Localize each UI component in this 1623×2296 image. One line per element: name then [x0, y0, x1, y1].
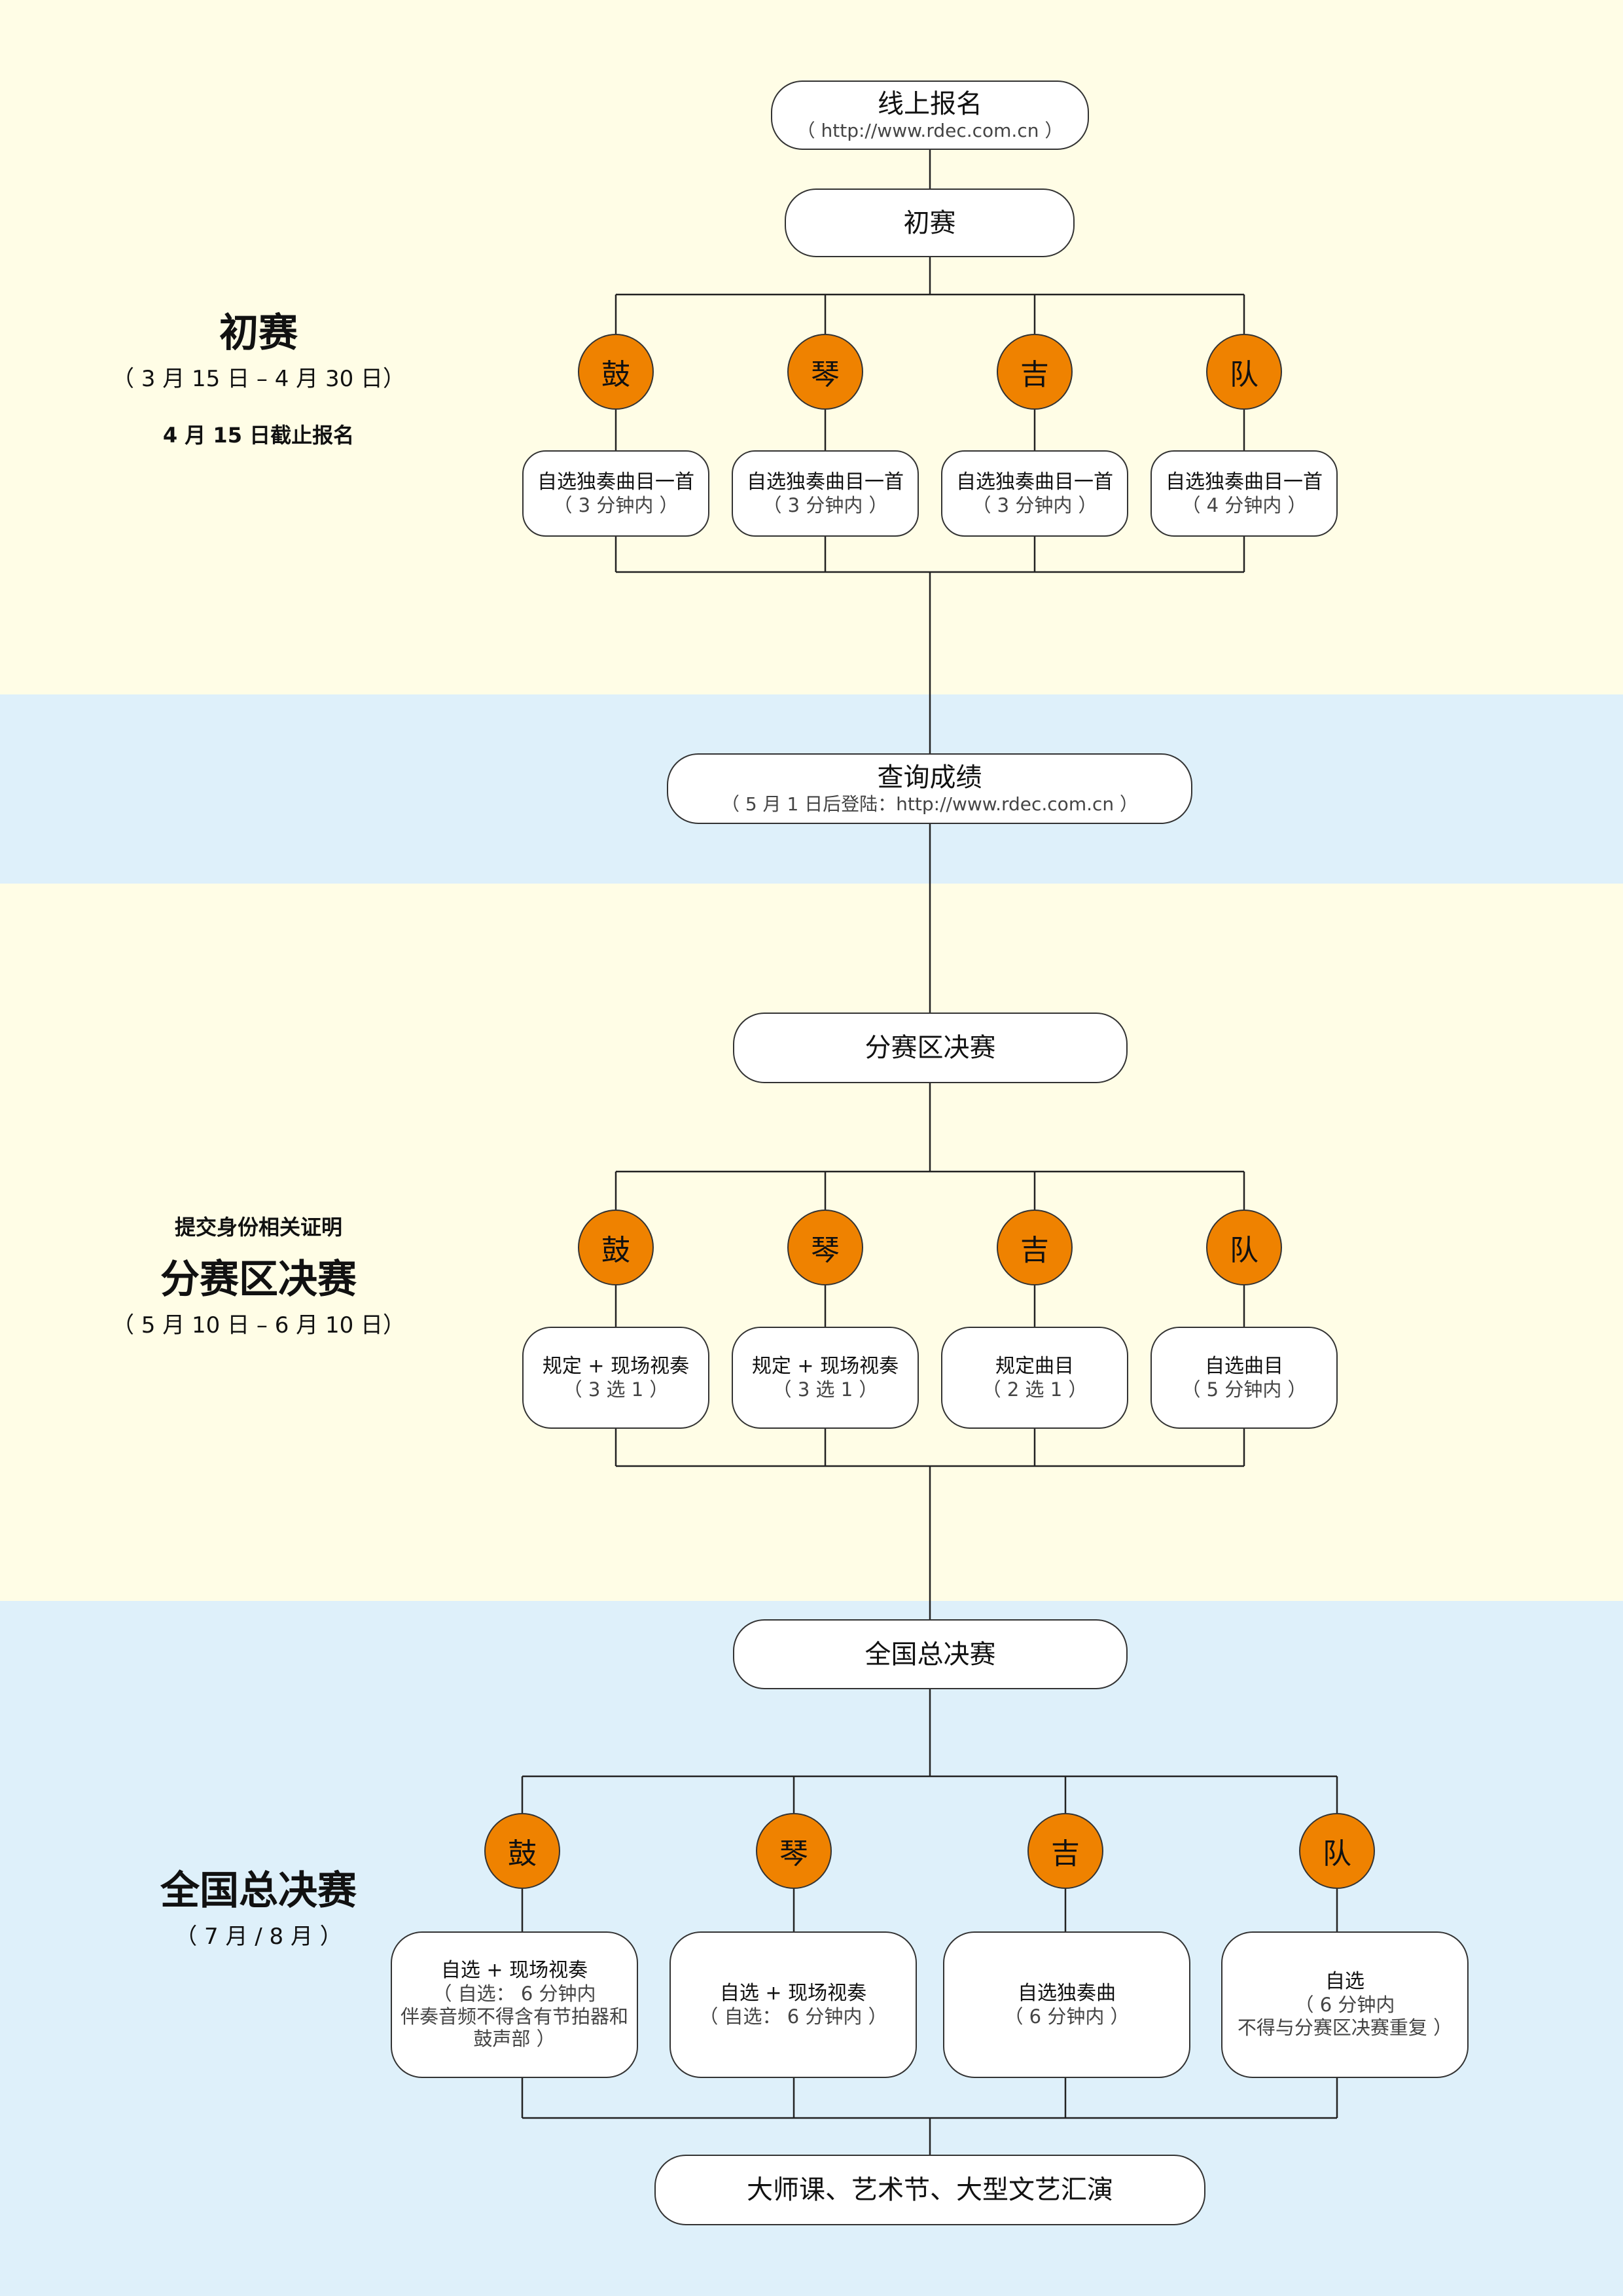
division-item-main: 规定 + 现场视奏 — [542, 1354, 690, 1378]
national-node-title: 全国总决赛 — [865, 1639, 996, 1670]
category-circle-guitar: 吉 — [997, 334, 1073, 410]
prelim-item-main: 自选独奏曲目一首 — [956, 470, 1113, 493]
prelim-item-keys: 自选独奏曲目一首 （ 3 分钟内 ） — [732, 450, 919, 537]
national-item-sub: （ 自选： 6 分钟内 ） — [699, 2005, 887, 2028]
category-circle-keys: 琴 — [787, 1210, 863, 1285]
query-sub: （ 5 月 1 日后登陆：http://www.rdec.com.cn ） — [721, 793, 1139, 816]
national-node: 全国总决赛 — [733, 1619, 1128, 1689]
prelim-item-sub: （ 3 分钟内 ） — [553, 493, 679, 516]
division-item-drum: 规定 + 现场视奏 （ 3 选 1 ） — [522, 1327, 709, 1429]
prelim-note: 4 月 15 日截止报名 — [162, 423, 355, 448]
national-item-band: 自选 （ 6 分钟内 不得与分赛区决赛重复 ） — [1221, 1931, 1469, 2078]
division-item-main: 自选曲目 — [1205, 1354, 1283, 1378]
final-node: 大师课、艺术节、大型文艺汇演 — [654, 2155, 1205, 2225]
national-label: 全国总决赛 （ 7 月 / 8 月 ） — [65, 1859, 452, 1950]
national-item-sub: （ 6 分钟内 不得与分赛区决赛重复 ） — [1237, 1994, 1453, 2039]
division-item-guitar: 规定曲目 （ 2 选 1 ） — [941, 1327, 1128, 1429]
query-node: 查询成绩 （ 5 月 1 日后登陆：http://www.rdec.com.cn… — [667, 753, 1192, 824]
national-item-sub: （ 自选： 6 分钟内 伴奏音频不得含有节拍器和 鼓声部 ） — [400, 1982, 628, 2051]
final-title: 大师课、艺术节、大型文艺汇演 — [747, 2175, 1113, 2205]
category-circle-drum: 鼓 — [484, 1813, 560, 1889]
prelim-item-drum: 自选独奏曲目一首 （ 3 分钟内 ） — [522, 450, 709, 537]
prelim-dates: （ 3 月 15 日 – 4 月 30 日） — [111, 366, 406, 392]
category-circle-guitar: 吉 — [1027, 1813, 1103, 1889]
category-circle-guitar: 吉 — [997, 1210, 1073, 1285]
prelim-label: 初赛 （ 3 月 15 日 – 4 月 30 日） 4 月 15 日截止报名 — [65, 301, 452, 449]
national-dates: （ 7 月 / 8 月 ） — [175, 1924, 342, 1950]
national-item-main: 自选 — [1325, 1970, 1364, 1994]
division-item-main: 规定 + 现场视奏 — [751, 1354, 899, 1378]
query-title: 查询成绩 — [877, 762, 982, 793]
division-dates: （ 5 月 10 日 – 6 月 10 日） — [111, 1312, 406, 1338]
national-item-drum: 自选 + 现场视奏 （ 自选： 6 分钟内 伴奏音频不得含有节拍器和 鼓声部 ） — [391, 1931, 638, 2078]
register-node: 线上报名 （ http://www.rdec.com.cn ） — [771, 81, 1089, 150]
category-circle-drum: 鼓 — [578, 334, 654, 410]
division-note: 提交身份相关证明 — [174, 1215, 342, 1240]
prelim-node: 初赛 — [785, 188, 1075, 257]
division-item-sub: （ 2 选 1 ） — [982, 1378, 1088, 1401]
national-item-guitar: 自选独奏曲 （ 6 分钟内 ） — [943, 1931, 1190, 2078]
category-circle-keys: 琴 — [756, 1813, 832, 1889]
division-title: 分赛区决赛 — [160, 1257, 357, 1302]
category-circle-band: 队 — [1299, 1813, 1375, 1889]
national-item-keys: 自选 + 现场视奏 （ 自选： 6 分钟内 ） — [669, 1931, 917, 2078]
prelim-item-main: 自选独奏曲目一首 — [537, 470, 694, 493]
prelim-title: 初赛 — [219, 310, 298, 356]
national-title: 全国总决赛 — [160, 1868, 357, 1914]
register-title: 线上报名 — [878, 89, 982, 120]
prelim-item-sub: （ 3 分钟内 ） — [972, 493, 1097, 516]
national-item-main: 自选独奏曲 — [1018, 1981, 1116, 2005]
register-url: （ http://www.rdec.com.cn ） — [796, 120, 1063, 142]
national-item-main: 自选 + 现场视奏 — [719, 1981, 867, 2005]
prelim-node-title: 初赛 — [903, 207, 956, 238]
division-item-keys: 规定 + 现场视奏 （ 3 选 1 ） — [732, 1327, 919, 1429]
division-node-title: 分赛区决赛 — [865, 1033, 996, 1063]
national-item-sub: （ 6 分钟内 ） — [1004, 2005, 1130, 2028]
prelim-item-sub: （ 4 分钟内 ） — [1181, 493, 1307, 516]
division-item-sub: （ 3 选 1 ） — [772, 1378, 878, 1401]
division-item-band: 自选曲目 （ 5 分钟内 ） — [1150, 1327, 1338, 1429]
division-node: 分赛区决赛 — [733, 1013, 1128, 1083]
category-circle-drum: 鼓 — [578, 1210, 654, 1285]
prelim-item-main: 自选独奏曲目一首 — [747, 470, 904, 493]
prelim-item-band: 自选独奏曲目一首 （ 4 分钟内 ） — [1150, 450, 1338, 537]
category-circle-band: 队 — [1206, 334, 1282, 410]
division-item-main: 规定曲目 — [995, 1354, 1074, 1378]
division-label: 提交身份相关证明 分赛区决赛 （ 5 月 10 日 – 6 月 10 日） — [65, 1211, 452, 1339]
prelim-item-sub: （ 3 分钟内 ） — [762, 493, 888, 516]
national-item-main: 自选 + 现场视奏 — [440, 1958, 588, 1982]
prelim-item-main: 自选独奏曲目一首 — [1166, 470, 1323, 493]
division-item-sub: （ 3 选 1 ） — [563, 1378, 669, 1401]
category-circle-keys: 琴 — [787, 334, 863, 410]
prelim-item-guitar: 自选独奏曲目一首 （ 3 分钟内 ） — [941, 450, 1128, 537]
division-item-sub: （ 5 分钟内 ） — [1181, 1378, 1307, 1401]
category-circle-band: 队 — [1206, 1210, 1282, 1285]
